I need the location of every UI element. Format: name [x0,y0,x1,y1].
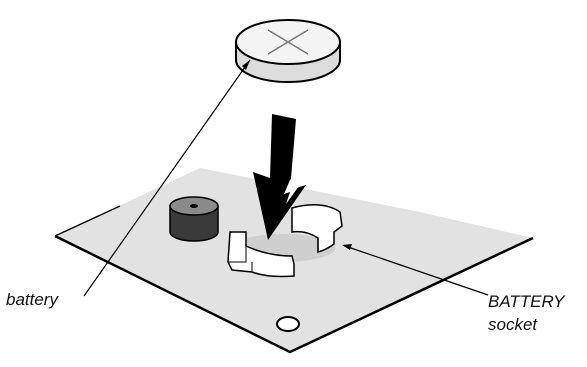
speaker-component [170,197,218,241]
coin-cell-battery [236,20,340,82]
socket-callout-line2: socket [488,315,538,334]
battery-callout: battery [6,290,59,309]
socket-callout-line1: BATTERY [488,292,566,311]
board-mounting-hole [277,317,299,331]
